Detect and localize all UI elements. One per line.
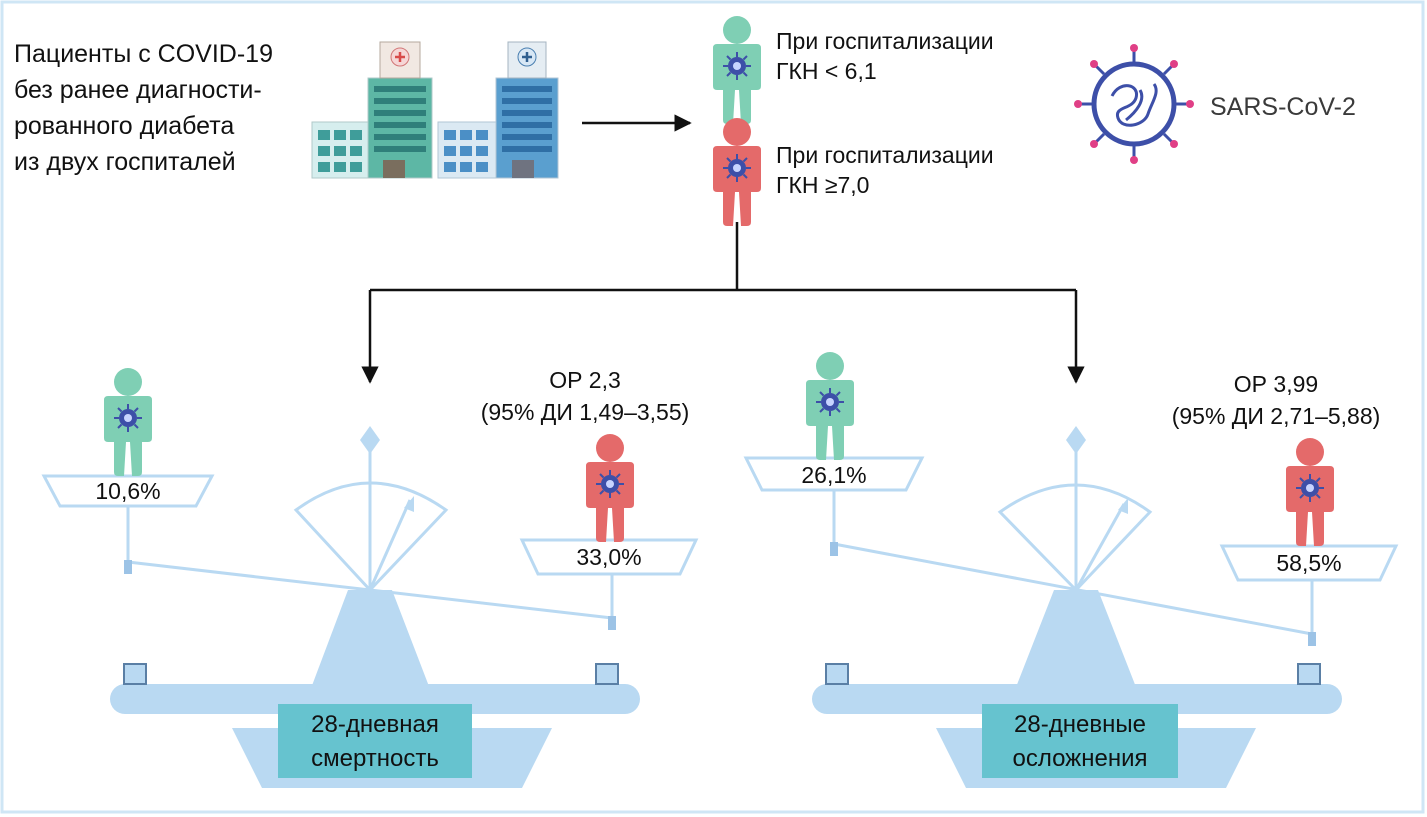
mortality-rr-line: ОР 2,3 <box>549 367 621 393</box>
person-complications-low-icon <box>806 352 854 460</box>
group-low-line: ГКН < 6,1 <box>776 58 877 84</box>
intro-line: из двух госпиталей <box>14 148 236 176</box>
complications-rr-line: ОР 3,99 <box>1233 371 1319 397</box>
mortality-outcome-box: 28-дневная смертность <box>278 704 472 778</box>
intro-line: рованного диабета <box>14 112 235 140</box>
person-high-glucose-icon <box>713 118 761 226</box>
group-high-line: ГКН ≥7,0 <box>776 172 870 198</box>
person-low-glucose-icon <box>713 16 761 124</box>
complications-outcome-line: 28-дневные <box>1014 711 1146 738</box>
complications-risk-ratio: ОР 3,99 (95% ДИ 2,71–5,88) <box>1136 368 1416 432</box>
complications-outcome-line: осложнения <box>1012 745 1148 772</box>
intro-line: Пациенты с COVID-19 <box>14 40 273 68</box>
complications-rr-line: (95% ДИ 2,71–5,88) <box>1171 403 1381 429</box>
mortality-rr-line: (95% ДИ 1,49–3,55) <box>480 399 690 425</box>
virus-label: SARS-CoV-2 <box>1210 93 1356 121</box>
branch-connector <box>370 222 1076 292</box>
hospital-building-right-icon <box>437 41 559 179</box>
group-low-line: При госпитализации <box>776 28 994 54</box>
person-mortality-low-icon <box>104 368 152 476</box>
mortality-outcome-line: смертность <box>311 745 439 772</box>
mortality-low-value: 10,6% <box>95 478 161 504</box>
hospital-building-left-icon <box>311 41 433 179</box>
complications-high-value: 58,5% <box>1276 550 1342 576</box>
person-complications-high-icon <box>1286 438 1334 546</box>
group-high-label: При госпитализации ГКН ≥7,0 <box>776 140 994 200</box>
mortality-high-value: 33,0% <box>576 544 642 570</box>
group-low-label: При госпитализации ГКН < 6,1 <box>776 26 994 86</box>
person-mortality-high-icon <box>586 434 634 542</box>
group-high-line: При госпитализации <box>776 142 994 168</box>
intro-line: без ранее диагности- <box>14 76 262 104</box>
complications-low-value: 26,1% <box>801 462 867 488</box>
intro-text: Пациенты с COVID-19 без ранее диагности-… <box>14 36 273 180</box>
mortality-outcome-line: 28-дневная <box>311 711 439 738</box>
complications-outcome-box: 28-дневные осложнения <box>982 704 1178 778</box>
mortality-risk-ratio: ОР 2,3 (95% ДИ 1,49–3,55) <box>440 364 730 428</box>
sars-cov-2-virus-icon <box>1074 44 1194 164</box>
